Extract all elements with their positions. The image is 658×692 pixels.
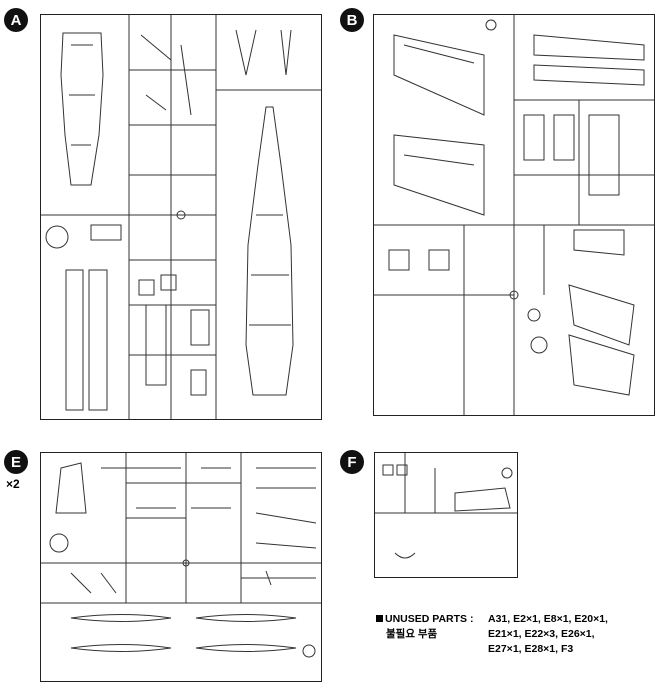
unused-parts-title: UNUSED PARTS :: [376, 612, 488, 627]
sprue-e-multiplier: ×2: [6, 477, 20, 491]
sprue-a-drawing: [41, 15, 321, 419]
sprue-b-badge: B: [340, 8, 364, 32]
unused-parts-list: UNUSED PARTS : A31, E2×1, E8×1, E20×1, 불…: [376, 612, 608, 657]
unused-parts-row-2: 불필요 부품 E21×1, E22×3, E26×1,: [376, 627, 608, 642]
unused-parts-title-text: UNUSED PARTS: [385, 613, 468, 625]
unused-parts-row-3: E27×1, E28×1, F3: [376, 642, 608, 657]
sprue-e-badge: E: [4, 450, 28, 474]
sprue-f-drawing: [375, 453, 517, 559]
sprue-f-frame: [374, 452, 518, 578]
square-bullet-icon: [376, 615, 383, 622]
unused-parts-row-1: UNUSED PARTS : A31, E2×1, E8×1, E20×1,: [376, 612, 608, 627]
sprue-e-drawing: [41, 453, 321, 658]
sprue-f-badge: F: [340, 450, 364, 474]
unused-parts-line-1: A31, E2×1, E8×1, E20×1,: [488, 613, 608, 625]
unused-parts-line-2: E21×1, E22×3, E26×1,: [488, 628, 595, 640]
sprue-a-badge: A: [4, 8, 28, 32]
unused-parts-spacer: [376, 642, 488, 657]
sprue-b-frame: [373, 14, 655, 416]
unused-parts-korean: 불필요 부품: [386, 628, 438, 640]
unused-parts-line-3: E27×1, E28×1, F3: [488, 643, 574, 655]
sprue-b-drawing: [374, 15, 654, 415]
sprue-a-frame: [40, 14, 322, 420]
sprue-e-frame: [40, 452, 322, 682]
